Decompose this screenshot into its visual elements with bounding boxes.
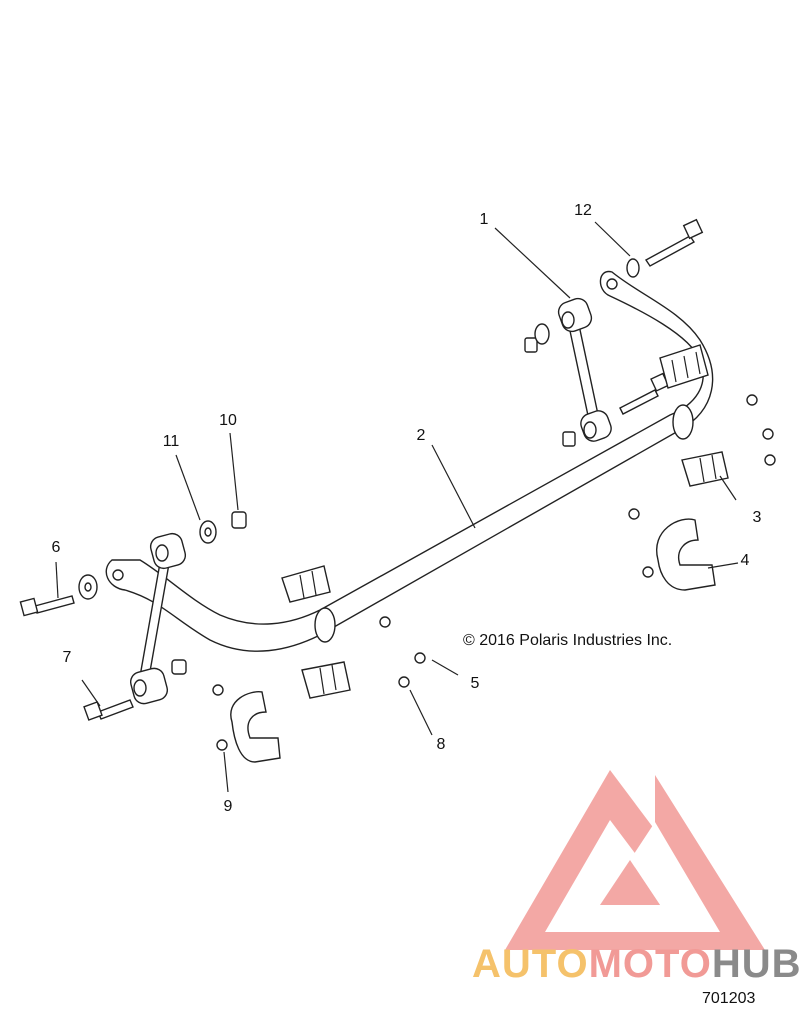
watermark-part-auto: AUTO	[472, 942, 589, 986]
nut-10	[231, 511, 247, 529]
small-fasteners	[212, 394, 776, 751]
watermark-part-moto: MOTO	[588, 942, 712, 986]
diagram-part-number: 701203	[702, 990, 756, 1007]
callout-3: 3	[752, 509, 762, 526]
washer-11	[199, 520, 217, 544]
callout-6: 6	[51, 539, 61, 556]
bolt-6	[19, 574, 98, 617]
callout-1: 1	[479, 211, 489, 228]
link-bolt-right	[619, 372, 670, 415]
callout-12: 12	[574, 202, 592, 219]
leader-lines	[55, 221, 739, 793]
callout-2: 2	[416, 427, 426, 444]
clamp-right	[655, 518, 716, 591]
watermark-part-hub: HUB	[711, 942, 800, 986]
left-stabilizer-link	[129, 532, 187, 705]
bushing-left-upper	[281, 565, 331, 603]
stabilizer-bar	[105, 270, 714, 652]
callout-5: 5	[470, 675, 480, 692]
copyright-notice: © 2016 Polaris Industries Inc.	[463, 632, 673, 649]
callout-8: 8	[436, 736, 446, 753]
callout-11: 11	[162, 433, 180, 450]
bushing-right-lower	[681, 451, 729, 487]
bushing-left-lower	[301, 661, 351, 699]
callout-7: 7	[62, 649, 72, 666]
callout-4: 4	[740, 552, 750, 569]
bolt-12	[626, 218, 704, 278]
callout-10: 10	[219, 412, 237, 429]
right-stabilizer-link	[557, 297, 612, 442]
watermark-logo-text: AUTOMOTOHUB	[472, 942, 800, 987]
right-link-nuts	[524, 323, 576, 447]
bushing-right-upper	[659, 344, 709, 389]
clamp-left	[230, 691, 281, 763]
bolt-7	[83, 699, 134, 721]
watermark-triangle-logo	[505, 770, 765, 950]
callout-9: 9	[223, 798, 233, 815]
